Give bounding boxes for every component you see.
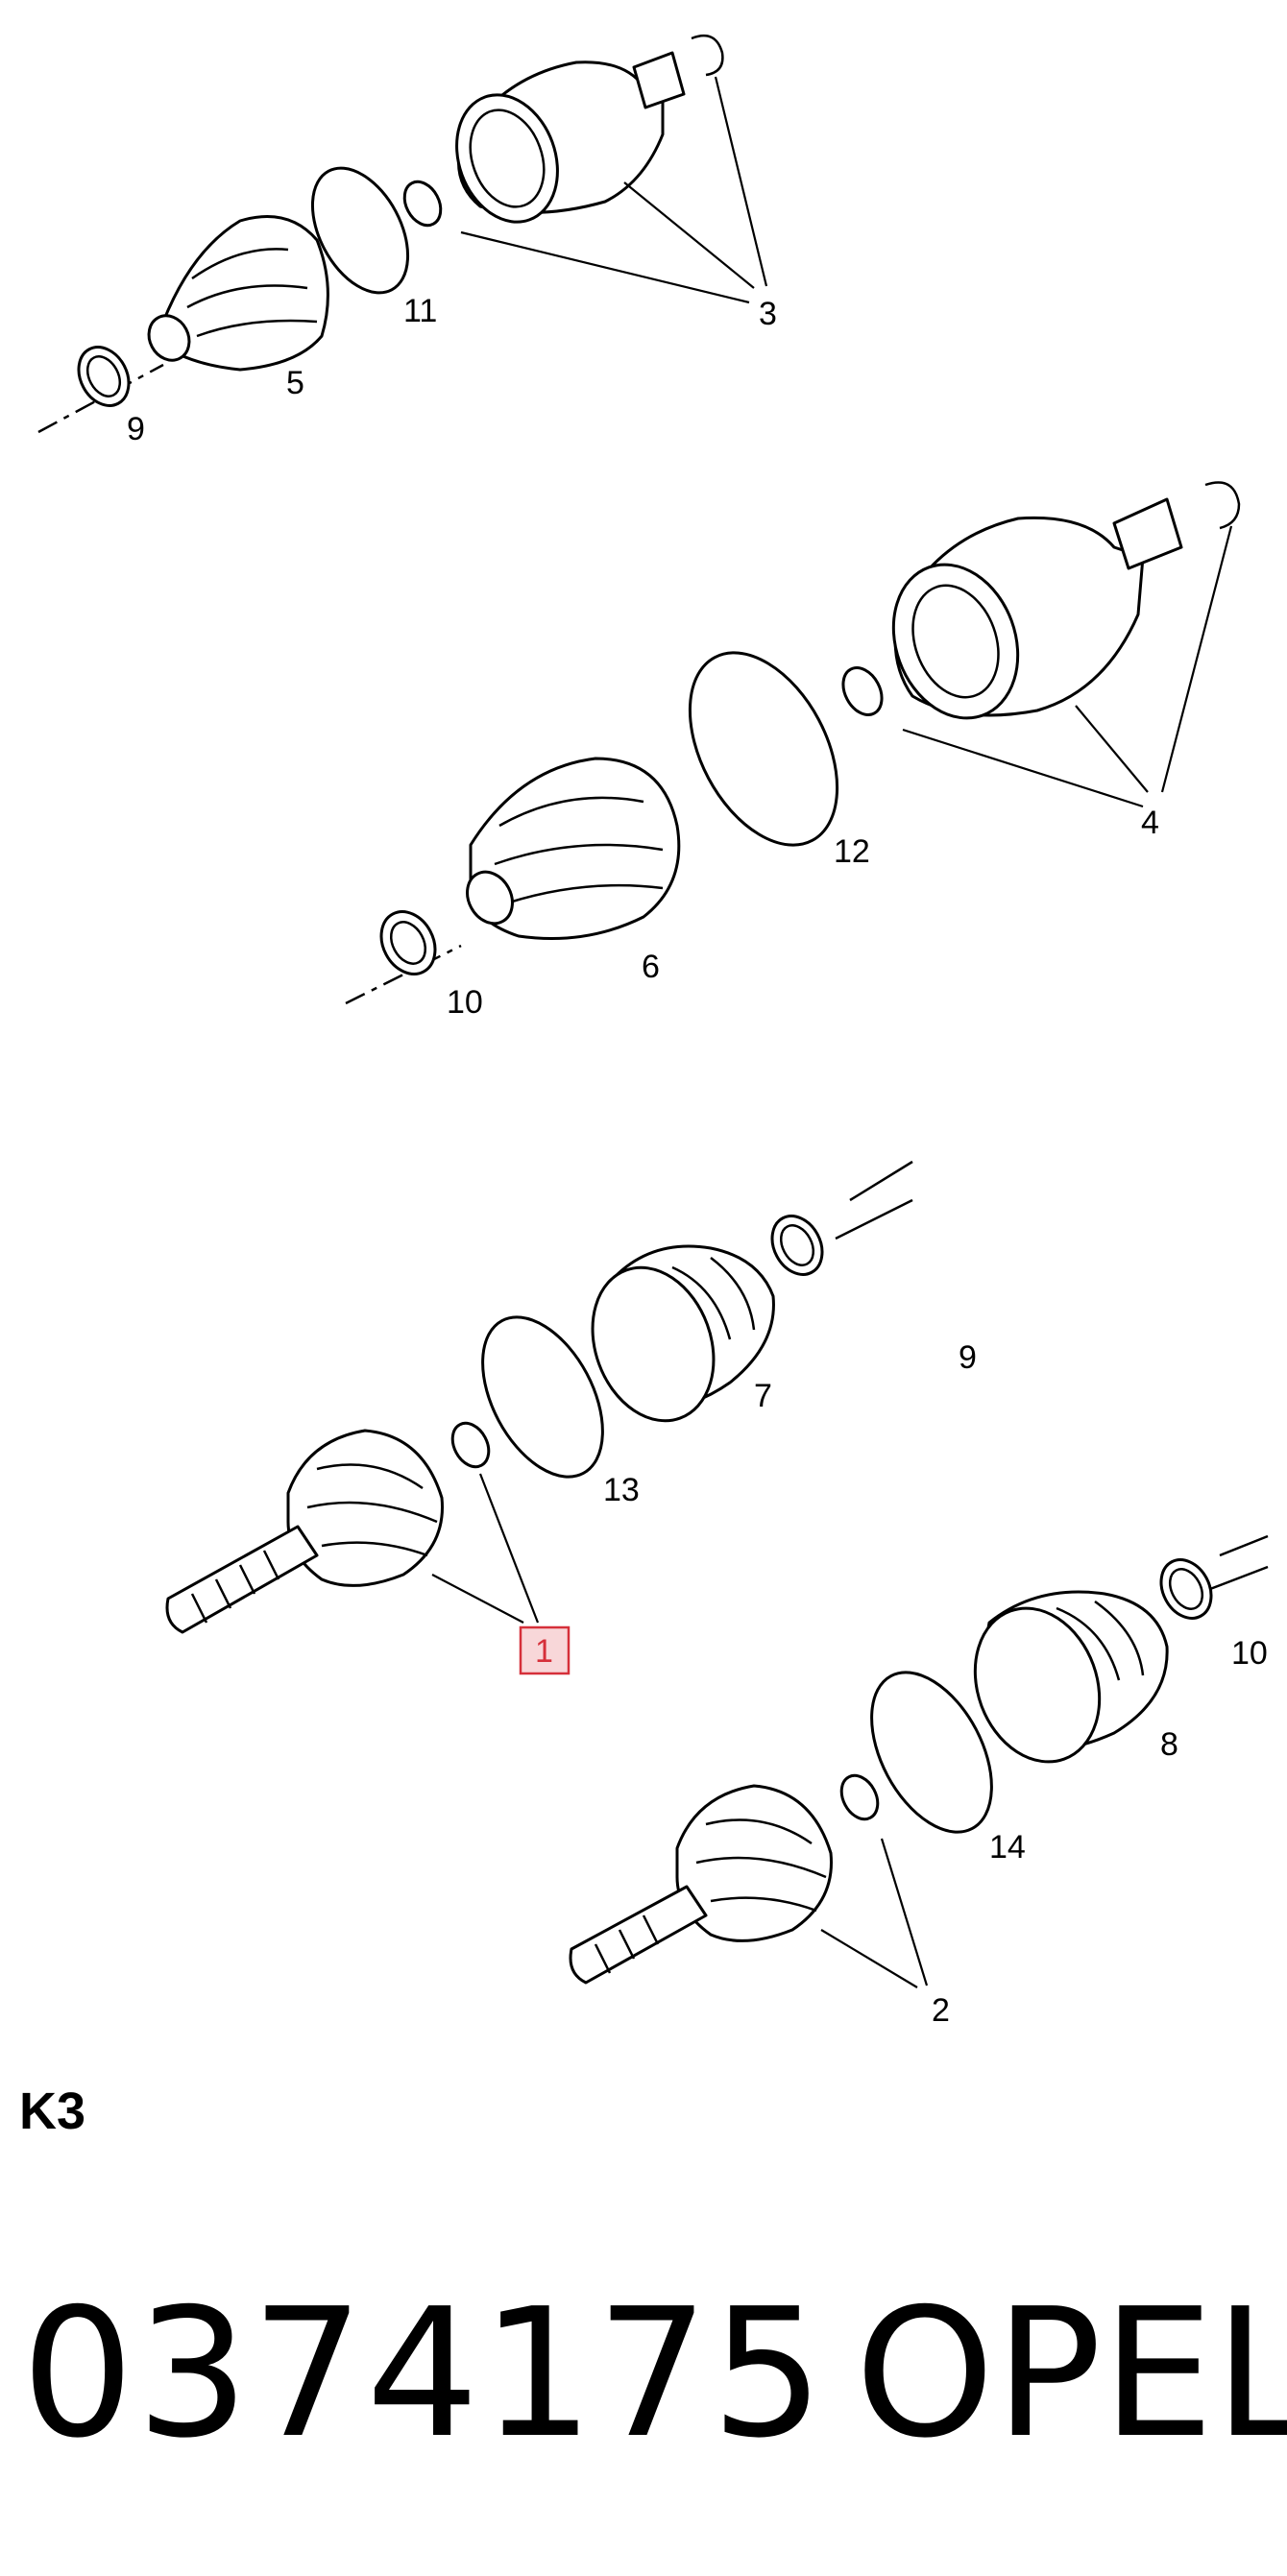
band-12: [688, 651, 839, 847]
circlip-1: [450, 1421, 491, 1469]
label-10-lower: 10: [1231, 1635, 1268, 1672]
label-6: 6: [642, 949, 660, 985]
label-7: 7: [754, 1378, 772, 1414]
label-13: 13: [603, 1472, 640, 1508]
assembly-lower-right: [569, 1534, 1269, 1988]
joint-4: [891, 481, 1241, 720]
label-14: 14: [989, 1829, 1026, 1866]
label-1: 1: [535, 1633, 553, 1670]
label-10-top: 10: [447, 984, 483, 1021]
circlip-2: [839, 1773, 880, 1821]
assembly-middle: [345, 481, 1241, 1005]
joint-1: [165, 1429, 444, 1634]
label-12: 12: [834, 833, 870, 870]
boot-8: [973, 1590, 1169, 1764]
label-2: 2: [932, 1992, 950, 2029]
label-9-lower: 9: [959, 1339, 977, 1376]
page-label: K3: [19, 2082, 86, 2140]
label-5: 5: [286, 365, 304, 401]
band-14: [870, 1671, 993, 1834]
assembly-top: [37, 34, 768, 434]
joint-2: [569, 1784, 833, 1985]
label-3: 3: [759, 296, 777, 332]
circlip-3-top: [402, 180, 443, 228]
clamp-9-top: [77, 346, 131, 407]
label-8: 8: [1160, 1726, 1178, 1763]
band-13: [481, 1315, 604, 1479]
boot-5: [147, 215, 329, 372]
part-number: 0374175: [21, 2270, 826, 2477]
label-4: 4: [1141, 805, 1159, 841]
band-11: [310, 166, 410, 295]
clamp-10-top: [379, 910, 437, 975]
boot-6: [466, 757, 681, 940]
assembly-lower-left: [165, 1160, 913, 1634]
brand-name: OPEL: [855, 2270, 1287, 2477]
circlip-4: [841, 666, 884, 716]
label-9-top: 9: [127, 411, 145, 447]
clamp-10-lower: [1159, 1558, 1213, 1620]
joint-3: [455, 34, 724, 224]
label-1-highlight[interactable]: 1: [519, 1625, 571, 1675]
boot-7: [591, 1244, 775, 1423]
label-11: 11: [403, 293, 437, 329]
clamp-9-lower: [770, 1215, 824, 1276]
